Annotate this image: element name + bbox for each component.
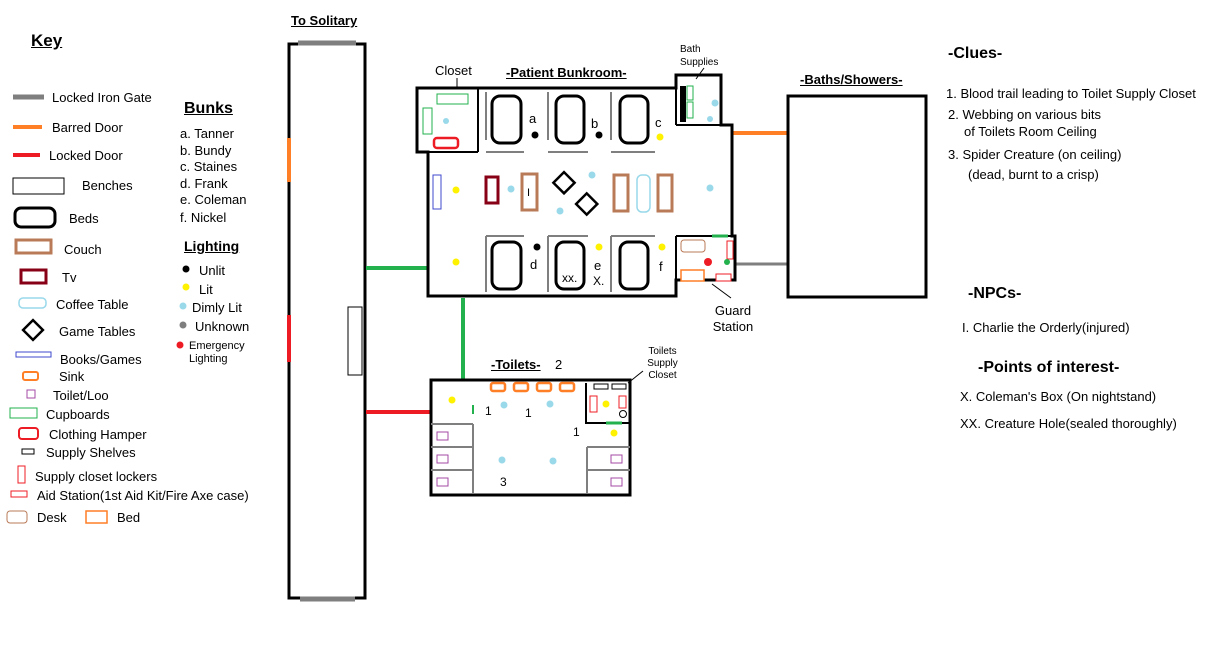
patient-bunkroom [415,73,737,298]
key-label-bed: Bed [117,510,141,525]
dim-dot [179,302,187,310]
lighting-emergency: Emergency Lighting [189,340,245,365]
lighting-unlit: Unlit [199,263,226,278]
key-label-aid-station: Aid Station(1st Aid Kit/Fire Axe case) [37,488,249,503]
clue-3-line-2: (dead, burnt to a crisp) [968,167,1099,182]
to-solitary-label: To Solitary [291,13,358,28]
key-label-toilet: Toilet/Loo [53,388,109,403]
marker-x: X. [593,274,605,288]
poi-x: X. Coleman's Box (On nightstand) [960,389,1157,404]
lighting-unknown: Unknown [195,319,250,334]
npcs-title: -NPCs- [968,285,1022,302]
key-title: Key [31,31,63,50]
key-label-benches: Benches [82,178,133,193]
key-label-tv: Tv [62,270,77,285]
aid-station-icon [10,490,28,498]
tv-icon [19,268,48,285]
coffee-table-icon [18,297,47,309]
closet-label: Closet [435,63,472,78]
key-label-beds: Beds [69,211,99,226]
key-label-supply-lockers: Supply closet lockers [35,469,158,484]
sink-icon [22,371,39,381]
toilets-number-label: 2 [555,357,563,372]
toilets-supply-closet-label: Toilets Supply Closet [647,346,678,381]
toilets-label: -Toilets- [491,357,541,372]
bunk-b: b. Bundy [180,143,232,158]
supply-shelf-icon [21,448,35,455]
baths-showers-label: -Baths/Showers- [800,72,903,87]
key-label-couch: Couch [64,242,102,257]
toilet-number-1a: 1 [485,404,492,418]
toilets-room [429,378,632,497]
lighting-dim: Dimly Lit [192,300,242,315]
bunk-c: c. Staines [180,159,238,174]
toilet-number-1c: 1 [573,425,580,439]
poi-title: -Points of interest- [978,359,1120,376]
bath-supplies-label: Bath Supplies [680,44,719,68]
patient-bunkroom-label: -Patient Bunkroom- [506,65,627,80]
npc-1: I. Charlie the Orderly(injured) [962,320,1130,335]
clues-title: -Clues- [948,45,1003,62]
bench [347,306,363,376]
bunk-letter-d: d [530,257,538,272]
clothing-hamper-icon [18,427,39,440]
cupboard-icon [9,407,38,419]
bunks-title: Bunks [184,100,233,117]
bunk-letter-e: e [594,258,602,273]
clue-1: 1. Blood trail leading to Toilet Supply … [946,86,1196,101]
lighting-legend-dots [176,265,190,349]
legend-icons [6,94,108,524]
couch-npc-marker: I [527,187,531,199]
clue-2-line-2: of Toilets Room Ceiling [964,124,1097,139]
key-label-books-games: Books/Games [60,352,142,367]
key-label-clothing-hamper: Clothing Hamper [49,427,147,442]
key-label-desk: Desk [37,510,67,525]
books-games-icon [15,351,52,358]
marker-xx: xx. [562,271,578,285]
poi-xx: XX. Creature Hole(sealed thoroughly) [960,416,1177,431]
desk-icon [6,510,28,524]
key-label-supply-shelves: Supply Shelves [46,445,136,460]
bunk-d: d. Frank [180,176,228,191]
lit-dot [182,283,190,291]
unknown-dot [179,321,187,329]
lighting-title: Lighting [184,238,240,254]
bed-icon [13,206,57,229]
toilet-number-1b: 1 [525,406,532,420]
bunk-a: a. Tanner [180,126,234,141]
baths-showers-room [786,94,928,299]
key-label-locked-iron-gate: Locked Iron Gate [52,90,152,105]
bunk-letter-f: f [659,259,663,274]
game-table-icon [21,318,45,342]
key-label-locked-door: Locked Door [49,148,123,163]
bunk-letter-a: a [529,111,537,126]
clue-2-line-1: 2. Webbing on various bits [948,107,1101,122]
lighting-lit: Lit [199,282,213,297]
bunk-letter-c: c [655,115,662,130]
key-label-barred-door: Barred Door [52,120,123,135]
couch-icon [14,238,53,255]
clue-3-line-1: 3. Spider Creature (on ceiling) [948,147,1122,162]
emergency-dot [176,341,184,349]
bench-icon [12,177,65,195]
key-label-coffee-table: Coffee Table [56,297,129,312]
solitary-corridor [287,40,367,602]
unlit-dot [182,265,190,273]
toilet-icon [26,389,36,399]
bunk-letter-b: b [591,116,599,131]
key-label-game-tables: Game Tables [59,324,136,339]
key-label-cupboards: Cupboards [46,407,110,422]
key-label-sink: Sink [59,369,85,384]
bunk-e: e. Coleman [180,192,247,207]
guard-station-label: Guard Station [712,303,754,334]
toilet-number-3: 3 [500,475,507,489]
bunk-f: f. Nickel [180,210,227,225]
bed-small-icon [85,510,108,524]
locker-icon [17,465,26,484]
